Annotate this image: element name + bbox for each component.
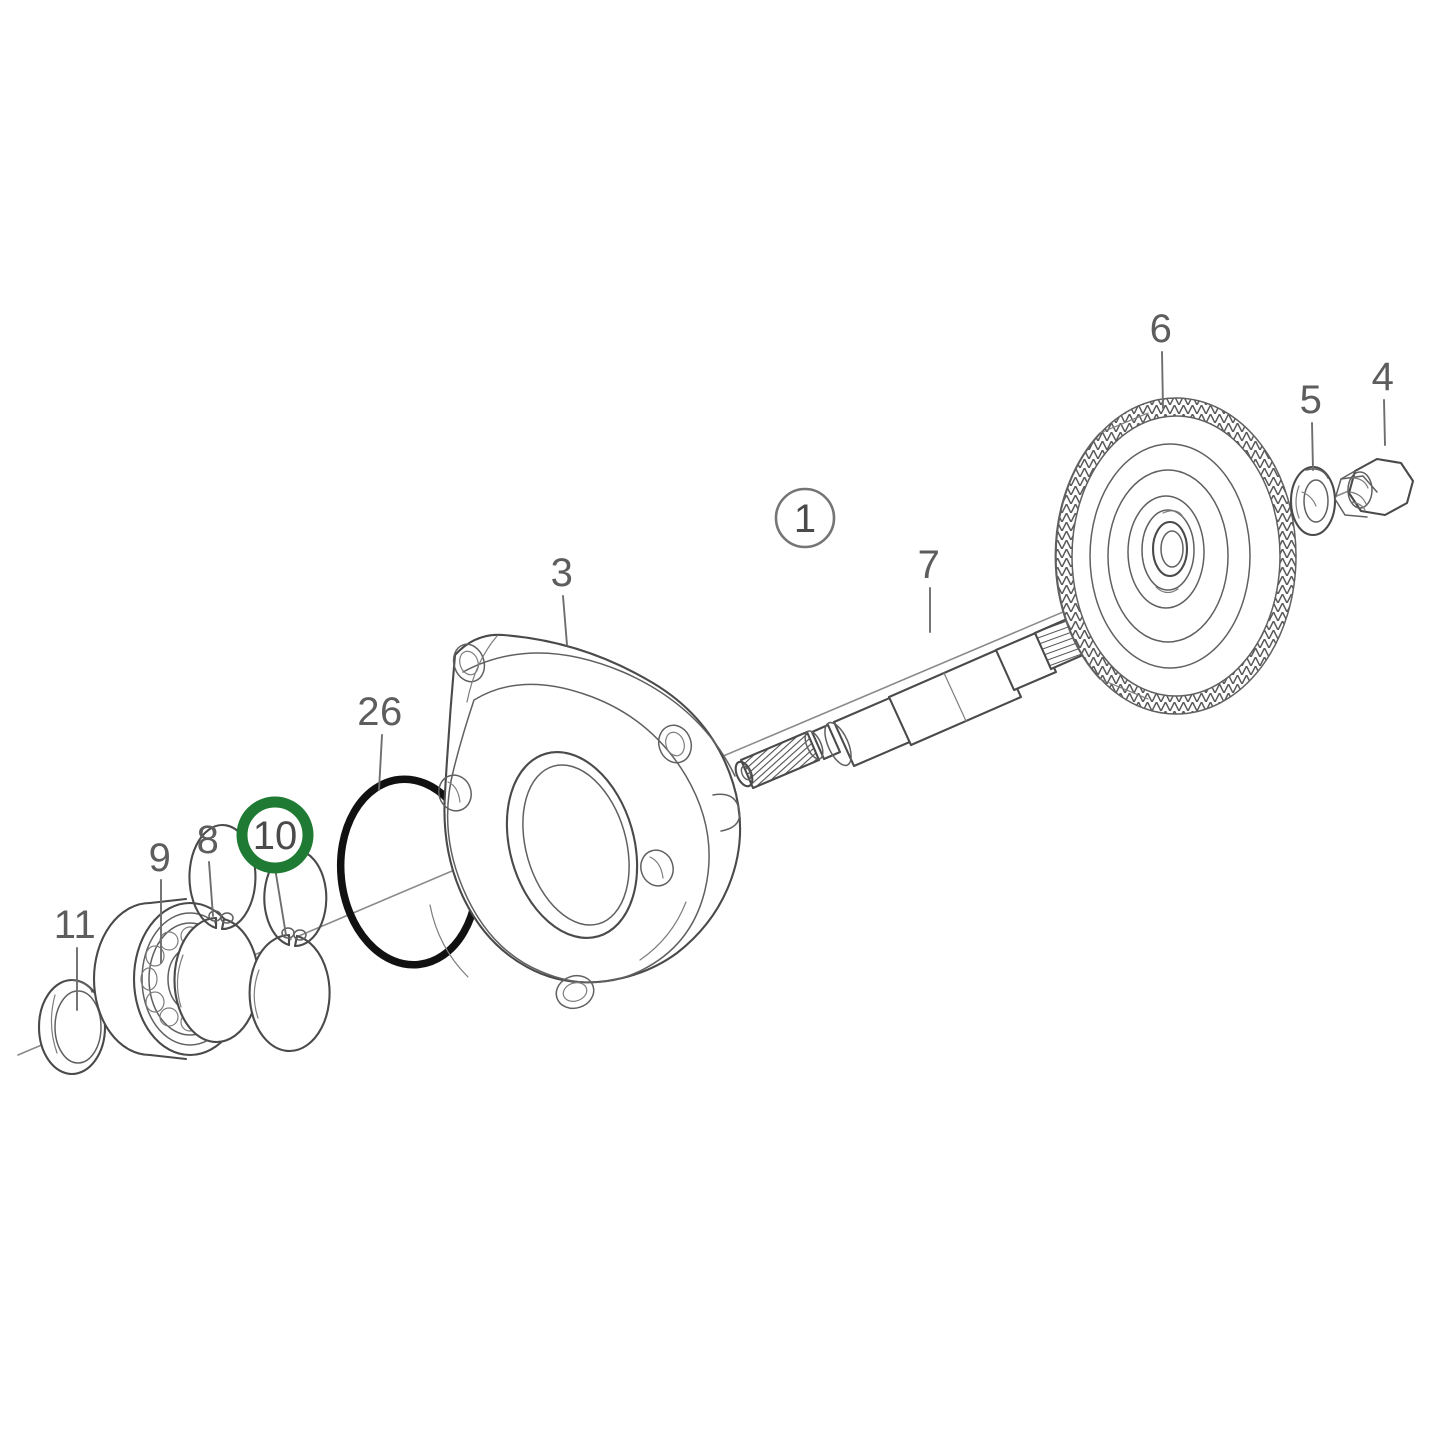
part-number-labels: 11 9 8 26 3 7 6 5 4 [54,307,1395,947]
label-5: 5 [1300,378,1323,422]
leader-6 [1161,351,1164,409]
label-9: 9 [149,836,172,880]
housing-bolt-holes [438,643,693,1010]
callout-1-circle[interactable] [774,487,836,549]
callout-10-label: 10 [253,814,298,858]
shaft-body-main [887,647,1023,747]
part-hex-nut [1334,457,1415,518]
label-26: 26 [357,690,403,734]
leader-8 [208,861,214,917]
leader-26 [378,734,383,791]
part-bearing-carrier-housing [429,633,742,1010]
label-7: 7 [918,543,941,587]
leader-3 [562,595,568,646]
label-4: 4 [1372,355,1395,399]
callout-1-label: 1 [794,497,816,541]
callout-1[interactable]: 1 [774,487,836,549]
part-oil-seal-ring [37,978,107,1076]
part-lock-tab-washer [1289,465,1337,537]
label-11: 11 [54,903,97,947]
shaft-spline-section [734,730,821,790]
callout-10-circle[interactable] [236,796,314,874]
gear-teeth [1056,398,1296,714]
leader-10 [274,867,287,936]
callout-10-highlight[interactable]: 10 [236,796,314,874]
leader-5 [1311,422,1314,471]
label-3: 3 [551,551,574,595]
label-6: 6 [1150,307,1173,351]
label-8: 8 [197,818,220,862]
part-driven-gear [1054,397,1297,715]
leader-lines [76,351,1386,1011]
part-snap-ring-outer [173,824,260,1044]
leader-4 [1383,399,1386,446]
part-snap-ring-inner [248,849,331,1053]
